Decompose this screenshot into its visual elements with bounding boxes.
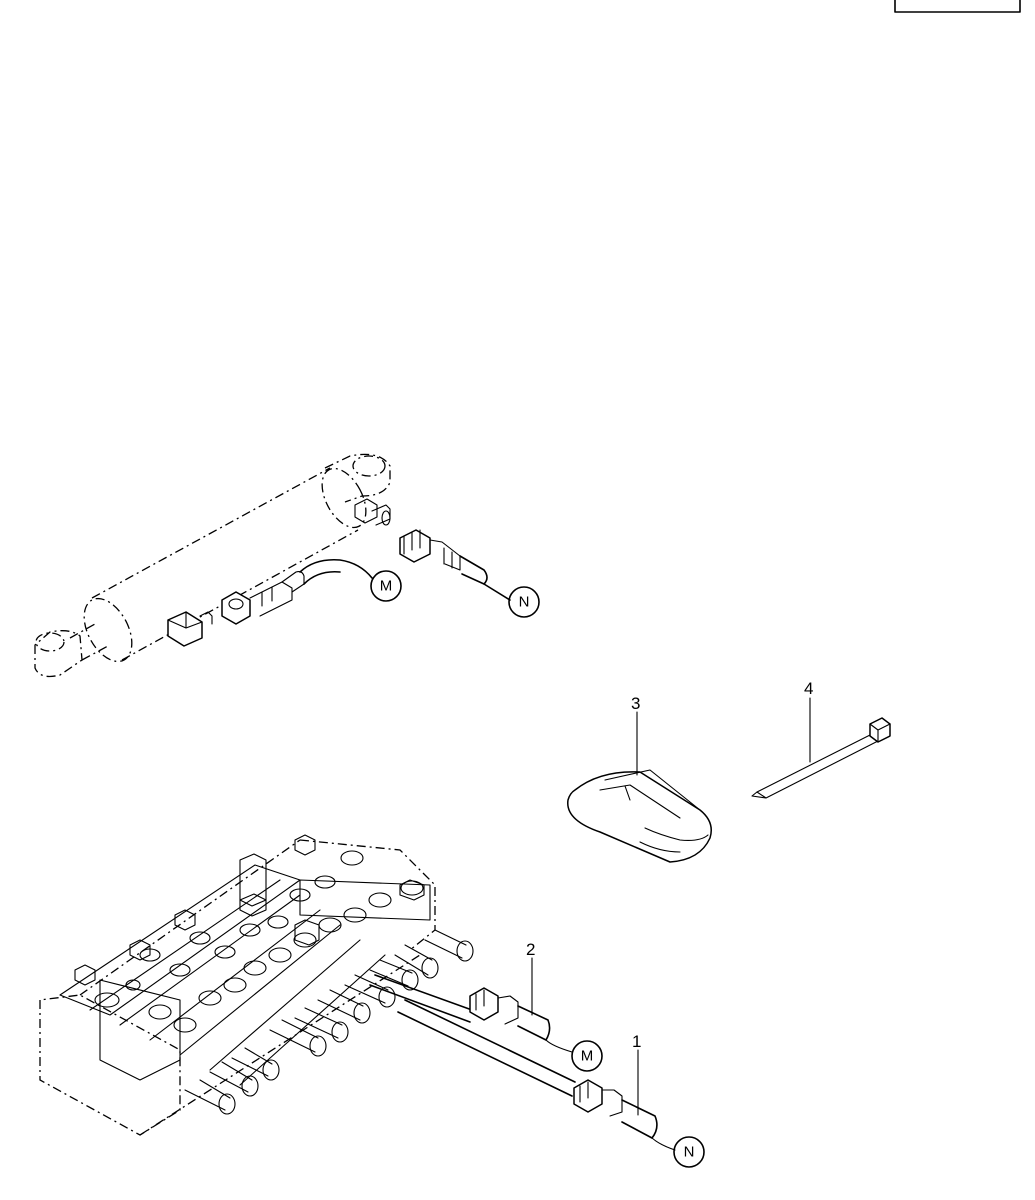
- callout-2: 2: [526, 940, 535, 959]
- callout-3: 3: [631, 694, 640, 713]
- connector-m-label-lower: M: [581, 1048, 594, 1065]
- connector-n-upper: N: [508, 586, 540, 618]
- connector-m-label: M: [380, 578, 393, 595]
- callout-1: 1: [632, 1032, 641, 1051]
- reference-box: [894, 0, 1021, 13]
- connector-n-lower: N: [673, 1136, 705, 1168]
- hydraulic-cylinder: [34, 453, 391, 678]
- connector-n-label-lower: N: [684, 1144, 695, 1161]
- cylinder-hose-m: [221, 558, 373, 625]
- part-1-hose: [397, 999, 676, 1151]
- connector-m-lower: M: [571, 1040, 603, 1072]
- part-2-hose: [369, 957, 573, 1053]
- connector-m-upper: M: [370, 570, 402, 602]
- cylinder-hose-n: [399, 529, 511, 601]
- control-valve-bank: [39, 834, 474, 1136]
- connector-n-label: N: [519, 594, 530, 611]
- part-3-sleeve: [567, 711, 712, 863]
- part-4-cable-tie: [751, 697, 891, 799]
- callout-4: 4: [804, 679, 813, 698]
